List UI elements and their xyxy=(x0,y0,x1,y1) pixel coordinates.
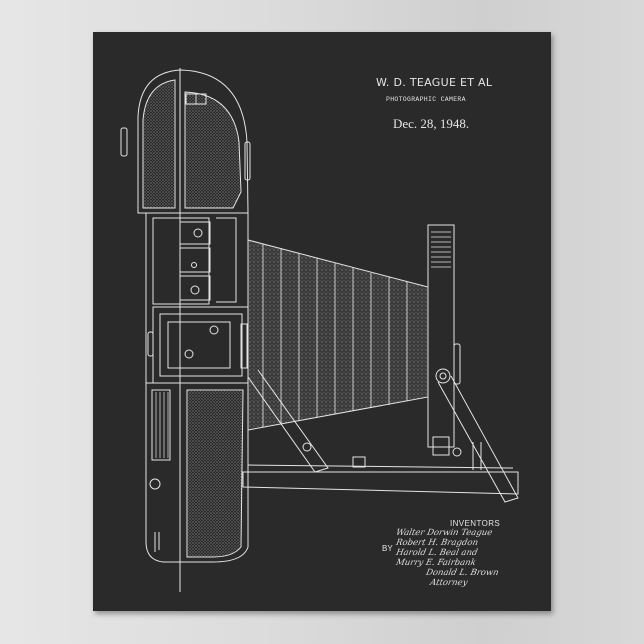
bellows xyxy=(247,239,429,431)
patent-subtitle: PHOTOGRAPHIC CAMERA xyxy=(386,96,466,103)
screw-icon xyxy=(191,262,197,268)
camera-lower-body xyxy=(145,382,249,563)
camera-top-body xyxy=(137,69,249,214)
front-standard xyxy=(427,224,455,448)
leather-top-right xyxy=(184,91,242,209)
shutter-section xyxy=(145,212,249,384)
inventors-label: INVENTORS xyxy=(450,519,501,528)
signature-line: Murry E. Fairbank xyxy=(394,558,477,568)
camera-drawing xyxy=(120,68,519,592)
signature-line: Donald L. Brown xyxy=(424,568,500,578)
rear-strut xyxy=(247,369,329,473)
base-bed xyxy=(242,471,519,495)
patent-poster: W. D. TEAGUE ET AL PHOTOGRAPHIC CAMERA D… xyxy=(93,32,551,611)
signature-line: Harold L. Beal and xyxy=(394,548,479,558)
screw-icon xyxy=(193,228,203,238)
signature-line: Walter Dorwin Teague xyxy=(394,528,494,538)
patent-date: Dec. 28, 1948. xyxy=(393,116,470,131)
signature-line: Attorney xyxy=(428,578,469,588)
leather-grip xyxy=(186,389,244,558)
front-strut xyxy=(437,375,519,503)
signature-line: Robert H. Bragdon xyxy=(394,538,479,548)
by-label: BY xyxy=(382,544,393,553)
patent-title: W. D. TEAGUE ET AL xyxy=(376,76,493,89)
leather-top-left xyxy=(142,79,176,209)
screw-icon xyxy=(190,285,200,295)
